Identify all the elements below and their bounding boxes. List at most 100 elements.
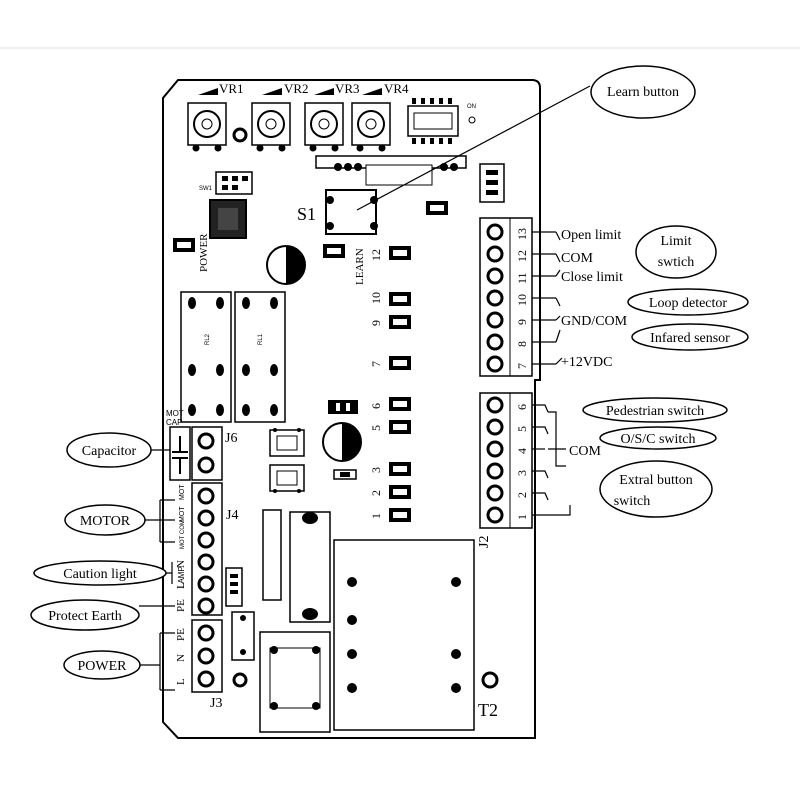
on-label: ON [467, 104, 476, 110]
extral-button-line1: Extral button [619, 473, 693, 488]
callout-caution-light: Caution light [33, 560, 173, 586]
j4-pin-mot1: MOT [179, 484, 186, 500]
loop-detector-text: Loop detector [649, 296, 727, 311]
j3-pin-n: N [175, 654, 187, 662]
j6-label: J6 [225, 431, 237, 446]
vr4-pot [351, 88, 391, 152]
learn-button-callout-text: Learn button [607, 85, 679, 100]
mid-num-5: 5 [369, 425, 383, 431]
small-connector [479, 163, 505, 203]
term-13: 13 [515, 228, 529, 240]
term-10: 10 [515, 294, 529, 306]
motor-text: MOTOR [80, 514, 131, 529]
j3-label: J3 [210, 696, 222, 711]
small-led-right [426, 201, 448, 215]
term-6: 6 [515, 404, 529, 410]
term-2: 2 [515, 492, 529, 498]
vr3-pot [304, 88, 344, 152]
j3-pin-pe: PE [175, 628, 187, 641]
j4-pin-pe: PE [175, 599, 187, 612]
caution-light-text: Caution light [63, 567, 137, 582]
mid-num-7: 7 [369, 361, 383, 367]
rl1-label: RL1 [258, 333, 264, 345]
capacitor-text: Capacitor [82, 444, 137, 459]
dip-switch-ic: ON [407, 98, 476, 144]
com-label-upper: COM [561, 251, 593, 266]
power-led-label: POWER [198, 233, 210, 272]
term-9: 9 [515, 319, 529, 325]
j4-pin-n: N [175, 560, 187, 568]
s1-label: S1 [297, 204, 316, 224]
mid-num-1: 1 [369, 513, 383, 519]
power-led: POWER [173, 233, 210, 272]
vr2-label: VR2 [284, 81, 309, 96]
callout-protect-earth: Protect Earth [30, 599, 175, 631]
mid-num-10: 10 [369, 292, 383, 304]
mid-num-3: 3 [369, 467, 383, 473]
gnd-com-label: GND/COM [561, 314, 628, 329]
t2-label: T2 [478, 700, 498, 720]
header-strip [315, 155, 467, 186]
pedestrian-switch-text: Pedestrian switch [606, 404, 704, 419]
close-limit-label: Close limit [561, 270, 623, 285]
j3-pin-l: L [175, 678, 187, 685]
vr1-pot [187, 88, 227, 152]
learn-led: LEARN [323, 244, 366, 285]
callout-osc-switch: O/S/C switch [599, 426, 717, 450]
mid-num-9: 9 [369, 320, 383, 326]
mid-num-6: 6 [369, 403, 383, 409]
callout-motor: MOTOR [64, 499, 175, 543]
j4-label: J4 [226, 508, 238, 523]
learn-label: LEARN [354, 248, 366, 285]
center-components [269, 400, 362, 493]
callout-extral-button: Extral button switch [599, 460, 713, 518]
mot-cap-label-2: CAP [166, 418, 182, 427]
vr2-pot [251, 88, 291, 152]
osc-switch-text: O/S/C switch [620, 432, 695, 447]
com-label-lower: COM [569, 444, 601, 459]
callout-infared-sensor: Infared sensor [631, 323, 749, 351]
callout-pedestrian-switch: Pedestrian switch [582, 397, 728, 423]
right-terminal-lower: 6 5 4 3 2 1 J2 [477, 392, 533, 548]
mid-num-12: 12 [369, 249, 383, 261]
callout-learn-button: Learn button [356, 65, 696, 211]
infared-sensor-text: Infared sensor [650, 331, 730, 346]
left-terminals: J6 MOT CAP J4 MOT MOT MOT COM LAMP N L P… [166, 409, 238, 711]
limit-callout-line2: swtich [658, 255, 695, 270]
term-12: 12 [515, 250, 529, 262]
term-7: 7 [515, 363, 529, 369]
power-section: T2 [225, 509, 499, 733]
protect-earth-text: Protect Earth [48, 609, 121, 624]
rl2-label: RL2 [205, 333, 211, 345]
v12-label: +12VDC [561, 355, 612, 370]
right-terminal-upper: 13 12 11 10 9 8 7 [479, 217, 533, 377]
regulator [209, 199, 247, 239]
j4-pin-l: L [175, 582, 187, 589]
potentiometers: VR1 VR2 VR3 VR4 [187, 81, 409, 152]
term-8: 8 [515, 341, 529, 347]
mid-num-2: 2 [369, 490, 383, 496]
limit-callout-line1: Limit [660, 234, 691, 249]
callout-limit-switch: Limit swtich [635, 225, 717, 279]
upper-wiring [532, 231, 744, 365]
j4-pin-motcom: MOT COM [180, 520, 186, 549]
term-1: 1 [515, 514, 529, 520]
sw-label: SW1 [199, 186, 213, 192]
term-4: 4 [515, 448, 529, 454]
j2-label: J2 [477, 536, 492, 548]
buzzer [266, 245, 306, 285]
term-3: 3 [515, 470, 529, 476]
callout-capacitor: Capacitor [66, 432, 170, 468]
relays: RL2 RL1 [180, 291, 286, 423]
callout-loop-detector: Loop detector [627, 288, 749, 316]
lamp-label: LAMP [177, 566, 186, 588]
sw-chip: SW1 [199, 171, 253, 195]
term-5: 5 [515, 426, 529, 432]
open-limit-label: Open limit [561, 228, 621, 243]
power-text: POWER [78, 659, 128, 674]
j4-pin-mot2: MOT [179, 506, 186, 522]
lower-wiring [532, 404, 571, 516]
mot-cap-label: MOT [166, 409, 184, 418]
vr3-label: VR3 [335, 81, 360, 96]
